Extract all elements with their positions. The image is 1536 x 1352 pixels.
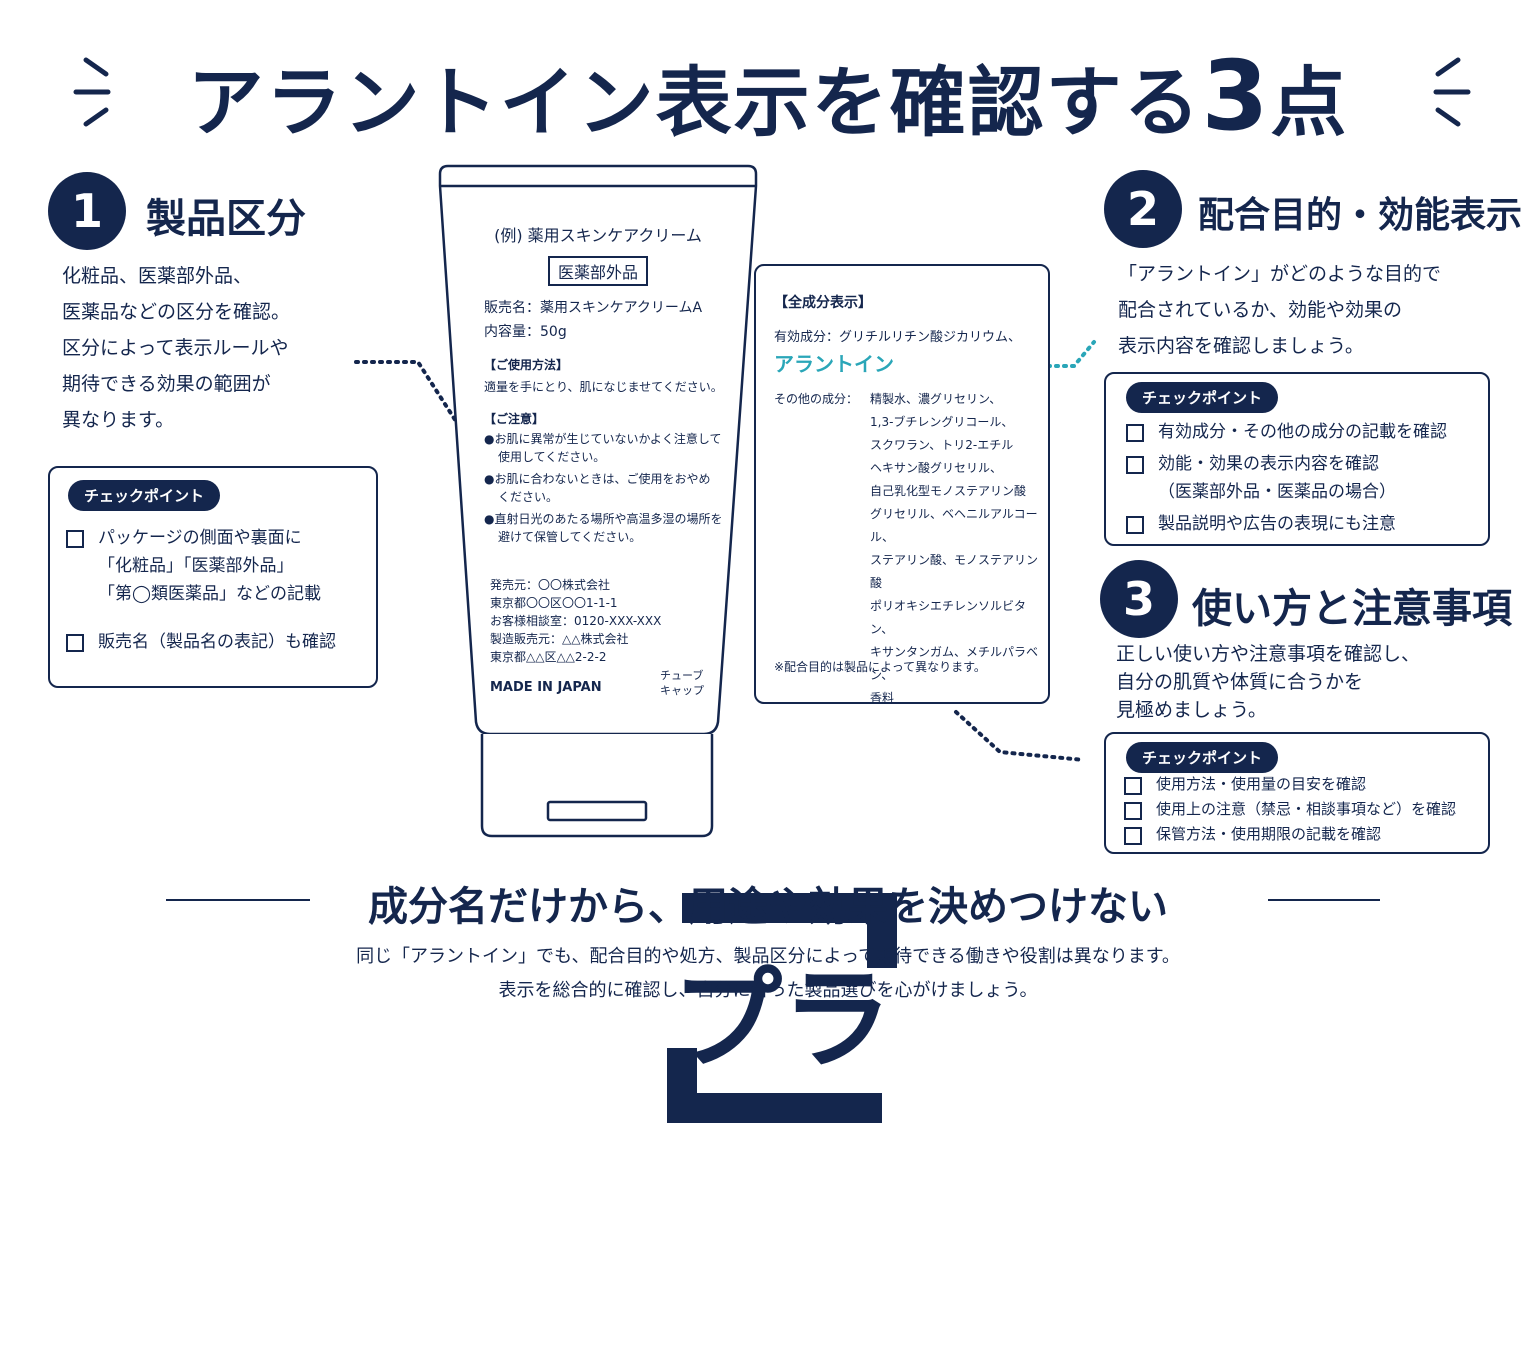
ingredients-card: 【全成分表示】 有効成分：グリチルリチン酸ジカリウム、 アラントイン その他の成… <box>754 264 1050 705</box>
section-2-title: 配合目的・効能表示 <box>1198 195 1523 236</box>
checkbox[interactable] <box>1126 456 1144 474</box>
active-ingredient-label: 有効成分：グリチルリチン酸ジカリウム、 <box>774 330 1022 345</box>
section-1-checkpoint-box: チェックポイント パッケージの側面や裏面に「化粧品」「医薬部外品」「第◯類医薬品… <box>48 466 378 688</box>
checkbox[interactable] <box>1126 424 1144 442</box>
section-3-description: 正しい使い方や注意事項を確認し、自分の肌質や体質に合うかを見極めましょう。 <box>1116 643 1421 721</box>
tube-outline <box>438 164 758 838</box>
checkpoint-pill: チェックポイント <box>68 480 221 511</box>
ingredients-heading: 【全成分表示】 <box>774 295 872 311</box>
left-burst-icon <box>72 52 132 132</box>
footer-description: 同じ「アラントイン」でも、配合目的や処方、製品区分によって期待できる働きや役割は… <box>356 946 1180 1001</box>
section-3-number-badge: 3 <box>1100 560 1178 638</box>
checkbox[interactable] <box>1124 777 1142 795</box>
tube-usage-heading: 【ご使用方法】 <box>484 358 569 372</box>
tube-sales-name: 販売名：薬用スキンケアクリームA <box>484 300 703 316</box>
checkbox[interactable] <box>1126 516 1144 534</box>
section-2-number-badge: 2 <box>1104 170 1182 248</box>
checklist-item: 使用方法・使用量の目安を確認 <box>1124 772 1484 797</box>
recycle-mark-icon: プラ <box>622 668 897 1123</box>
tube-made-in: MADE IN JAPAN <box>490 680 602 695</box>
other-ingredients-label: その他の成分： <box>774 392 859 406</box>
tube-usage-text: 適量を手にとり、肌になじませてください。 <box>484 380 723 394</box>
checkbox[interactable] <box>1124 802 1142 820</box>
section-2-checkpoint-box: チェックポイント 有効成分・その他の成分の記載を確認 効能・効果の表示内容を確認… <box>1104 372 1490 546</box>
tube-cautions: ●お肌に異常が生じていないかよく注意して使用してください。 ●お肌に合わないとき… <box>484 432 723 544</box>
checkbox[interactable] <box>66 530 84 548</box>
section-1-description: 化粧品、医薬部外品、 医薬品などの区分を確認。 区分によって表示ルールや 期待で… <box>62 265 291 431</box>
connector-line-3 <box>954 710 1086 762</box>
recycle-labels: チューブキャップ <box>660 669 704 697</box>
checkpoint-pill: チェックポイント <box>1126 742 1279 773</box>
checkbox[interactable] <box>1124 827 1142 845</box>
tube-caution-heading: 【ご注意】 <box>484 412 545 426</box>
section-1-title: 製品区分 <box>146 196 306 242</box>
checklist-item: 使用上の注意（禁忌・相談事項など）を確認 <box>1124 797 1484 822</box>
checklist-item: 販売名（製品名の表記）も確認 <box>66 628 366 656</box>
allantoin-highlight: アラントイン <box>774 352 894 376</box>
tube-volume: 内容量：50g <box>484 324 567 340</box>
checkbox[interactable] <box>66 634 84 652</box>
checklist-item: 製品説明や広告の表現にも注意 <box>1126 510 1482 538</box>
section-1-number-badge: 1 <box>48 172 126 250</box>
section-3-title: 使い方と注意事項 <box>1192 586 1512 632</box>
footer-headline: 成分名だけから、用途や効果を決めつけない <box>368 884 1168 930</box>
section-3-checkpoint-box: チェックポイント 使用方法・使用量の目安を確認 使用上の注意（禁忌・相談事項など… <box>1104 732 1490 854</box>
section-2-description: 「アラントイン」がどのような目的で配合されているか、効能や効果の表示内容を確認し… <box>1118 263 1442 357</box>
tube-category-label: 医薬部外品 <box>548 256 649 286</box>
checklist-item: パッケージの側面や裏面に「化粧品」「医薬部外品」「第◯類医薬品」などの記載 <box>66 524 366 608</box>
right-burst-icon <box>1412 52 1472 132</box>
checklist-item: 保管方法・使用期限の記載を確認 <box>1124 822 1484 847</box>
checkpoint-pill: チェックポイント <box>1126 382 1279 413</box>
other-ingredients-list: 精製水、濃グリセリン、1,3-ブチレングリコール、スクワラン、トリ2-エチルヘキ… <box>870 392 1039 705</box>
page-title: アラントイン表示を確認する3点 <box>187 40 1349 152</box>
product-tube: (例) 薬用スキンケアクリーム 医薬部外品 販売名：薬用スキンケアクリームA 内… <box>438 162 897 1123</box>
tube-product-name: (例) 薬用スキンケアクリーム <box>494 226 702 245</box>
ingredients-note: ※配合目的は製品によって異なります。 <box>774 660 986 674</box>
connector-line-1 <box>354 360 470 442</box>
checklist-item: 有効成分・その他の成分の記載を確認 <box>1126 418 1482 446</box>
checklist-item: 効能・効果の表示内容を確認（医薬部外品・医薬品の場合） <box>1126 450 1482 506</box>
